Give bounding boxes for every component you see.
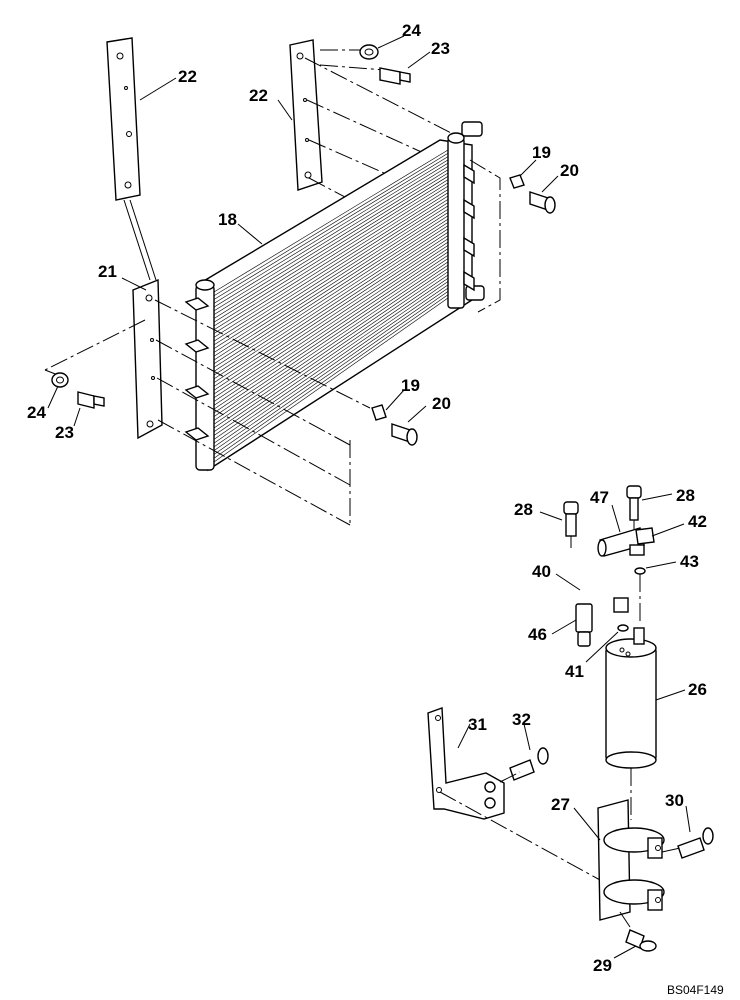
callout-22-right: 22 — [249, 86, 268, 105]
pipe-46 — [575, 603, 593, 647]
washer-24-upper — [359, 44, 379, 60]
bracket-plate-22-left — [106, 37, 141, 201]
callout-24-lower: 24 — [27, 403, 46, 422]
condenser-fin — [213, 156, 449, 300]
callout-32: 32 — [512, 710, 531, 729]
condenser-fin — [213, 166, 449, 312]
bolt-23-upper — [379, 67, 411, 85]
flange-bolt-20-right — [529, 191, 556, 214]
condenser-fin — [213, 284, 449, 448]
fitting-42 — [629, 527, 655, 556]
condenser-fin — [213, 297, 449, 463]
condenser-fin — [213, 254, 449, 414]
bracket-plate-22-right — [289, 39, 323, 191]
drier-holder-27 — [597, 799, 665, 921]
clip-nut-19-right — [509, 174, 525, 189]
condenser-fin — [213, 195, 449, 346]
condenser-core-18 — [184, 121, 485, 472]
drawing-code: BS04F149 — [667, 983, 724, 997]
callout-40: 40 — [532, 562, 551, 581]
condenser-fin — [213, 199, 449, 349]
callout-19-right: 19 — [532, 143, 551, 162]
callout-43: 43 — [680, 552, 699, 571]
bolt-23-lower — [77, 391, 105, 409]
callout-26: 26 — [688, 680, 707, 699]
condenser-fin — [213, 176, 449, 323]
bracket-31 — [427, 707, 505, 820]
callout-18: 18 — [218, 210, 237, 229]
condenser-fin — [213, 169, 449, 315]
callout-23-lower: 23 — [55, 423, 74, 442]
condenser-fin — [213, 231, 449, 387]
condenser-fin — [213, 278, 449, 440]
condenser-fin — [213, 235, 449, 391]
callout-19-lower: 19 — [401, 376, 420, 395]
condenser-fin — [213, 215, 449, 368]
flange-bolt-20-lower — [391, 423, 418, 446]
callout-28-left: 28 — [514, 500, 533, 519]
condenser-fin — [213, 225, 449, 380]
bolt-28-left — [563, 501, 579, 537]
condenser-fin — [213, 159, 449, 304]
callout-41: 41 — [565, 662, 584, 681]
condenser-fin — [213, 205, 449, 357]
callout-28-right: 28 — [676, 486, 695, 505]
callout-30: 30 — [665, 791, 684, 810]
washer-24-lower — [51, 372, 69, 388]
condenser-fin — [213, 287, 449, 451]
condenser-fin — [213, 208, 449, 361]
callout-27: 27 — [551, 795, 570, 814]
condenser-fin — [213, 189, 449, 338]
callout-20-right: 20 — [560, 161, 579, 180]
callout-20-lower: 20 — [432, 394, 451, 413]
condenser-fin — [213, 172, 449, 319]
condenser-fin — [213, 251, 449, 410]
tube-40 — [570, 542, 629, 613]
condenser-fin — [213, 271, 449, 433]
condenser-fin — [213, 248, 449, 406]
callout-24-upper: 24 — [402, 21, 421, 40]
callout-29: 29 — [593, 956, 612, 975]
condenser-fin — [213, 238, 449, 395]
bolt-32 — [509, 747, 549, 781]
bolt-29 — [625, 929, 657, 952]
callout-42: 42 — [688, 512, 707, 531]
condenser-fin — [213, 212, 449, 365]
clip-nut-19-lower — [371, 404, 387, 421]
condenser-fin — [213, 281, 449, 444]
condenser-fin — [213, 241, 449, 399]
condenser-fin — [213, 291, 449, 455]
callout-31: 31 — [468, 715, 487, 734]
condenser-fin — [213, 274, 449, 436]
condenser-fin — [213, 264, 449, 425]
o-ring-43 — [634, 567, 646, 575]
condenser-fin — [213, 268, 449, 429]
condenser-fin — [213, 149, 449, 293]
callout-47: 47 — [590, 488, 609, 507]
bolt-30 — [677, 827, 714, 859]
o-ring-41 — [617, 624, 629, 632]
condenser-fin — [213, 162, 449, 308]
callout-46: 46 — [528, 625, 547, 644]
callout-21: 21 — [98, 262, 117, 281]
callout-22-left: 22 — [178, 67, 197, 86]
condenser-fin — [213, 228, 449, 383]
condenser-fin — [213, 245, 449, 402]
condenser-fin — [213, 153, 449, 297]
condenser-fin — [213, 185, 449, 334]
condenser-fin — [213, 218, 449, 372]
callout-23-upper: 23 — [431, 39, 450, 58]
bracket-plate-21 — [132, 278, 163, 440]
bolt-28-right — [626, 485, 642, 521]
condenser-fin — [213, 179, 449, 327]
condenser-fin — [213, 258, 449, 417]
condenser-fin — [213, 202, 449, 353]
receiver-drier-26 — [605, 627, 657, 769]
condenser-fin — [213, 182, 449, 331]
condenser-fin — [213, 192, 449, 342]
condenser-fin — [213, 261, 449, 421]
